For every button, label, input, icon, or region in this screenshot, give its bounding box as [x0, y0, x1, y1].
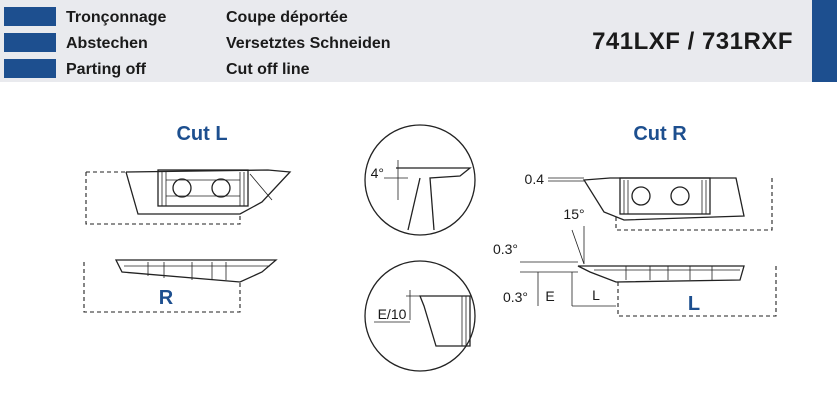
label-l: L	[688, 293, 700, 315]
cut-l-blade	[85, 169, 292, 225]
label2-fr: Coupe déportée	[226, 9, 348, 26]
detail-circle-bottom	[364, 260, 476, 372]
label-fr: Tronçonnage	[66, 9, 167, 26]
cut-l-profile	[83, 259, 278, 313]
header-bar-1	[4, 7, 56, 26]
header-banner: Tronçonnage Abstechen Parting off Coupe …	[0, 0, 837, 82]
label-de: Abstechen	[66, 35, 148, 52]
dim-04-label: 0.4	[525, 171, 545, 187]
cut-r-profile	[520, 226, 777, 317]
label2-en: Cut off line	[226, 61, 310, 78]
detail-circle-top	[364, 124, 476, 236]
label-r: R	[159, 287, 174, 309]
cut-r-blade	[548, 177, 773, 231]
dim-l-label: L	[592, 287, 600, 303]
label2-de: Versetztes Schneiden	[226, 35, 391, 52]
header-right-bar	[812, 0, 837, 82]
angle-03-bottom-label: 0.3°	[503, 289, 528, 305]
dim-e-label: E	[545, 288, 554, 304]
cut-r-title: Cut R	[633, 123, 687, 145]
technical-drawing: Cut L R 4° E/10	[83, 123, 777, 372]
angle-15-label: 15°	[563, 206, 584, 222]
product-code: 741LXF / 731RXF	[592, 28, 793, 55]
angle-03-top-label: 0.3°	[493, 241, 518, 257]
e-over-10-label: E/10	[378, 306, 407, 322]
cut-l-title: Cut L	[176, 123, 227, 145]
header-bar-3	[4, 59, 56, 78]
header-bar-2	[4, 33, 56, 52]
label-en: Parting off	[66, 61, 146, 78]
angle-4-label: 4°	[371, 165, 384, 181]
